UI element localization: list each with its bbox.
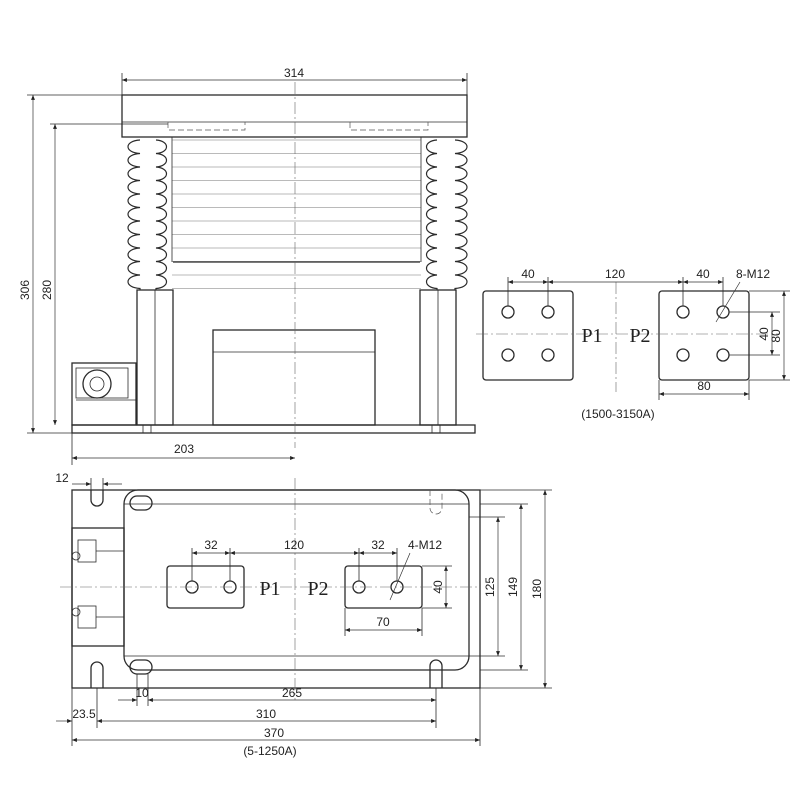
plan-dim-23-5: 23.5 bbox=[72, 707, 96, 721]
plan-dim-hole-vertical: 40 bbox=[431, 580, 445, 594]
body-outline bbox=[123, 489, 470, 671]
dim-overall-height: 306 bbox=[18, 280, 32, 300]
dim-plate-height: 80 bbox=[769, 329, 783, 343]
base-bolt-right bbox=[431, 424, 441, 434]
right-shed-profile bbox=[454, 139, 468, 290]
hidden-terminal-outline bbox=[167, 122, 429, 131]
dim-center-gap: 120 bbox=[605, 267, 625, 281]
plan-dim-10: 10 bbox=[135, 686, 149, 700]
dim-left-spacing: 40 bbox=[521, 267, 535, 281]
plan-bolt-note: 4-M12 bbox=[408, 538, 442, 552]
dim-hole-vertical: 40 bbox=[757, 327, 771, 341]
plan-dim-180: 180 bbox=[530, 579, 544, 599]
plan-dim-left-spacing: 32 bbox=[204, 538, 218, 552]
plan-dim-149: 149 bbox=[506, 577, 520, 597]
secondary-terminal-box bbox=[212, 329, 376, 426]
shed-ribs bbox=[171, 137, 422, 289]
label-p1: P1 bbox=[581, 325, 602, 347]
rating-large: (1500-3150A) bbox=[581, 407, 654, 421]
earth-terminal-block bbox=[71, 362, 137, 426]
bolt-holes-p2 bbox=[676, 305, 730, 362]
bolt-note: 8-M12 bbox=[736, 267, 770, 281]
bolt-note-leader bbox=[715, 281, 741, 323]
front-elevation-view: 314 306 280 203 bbox=[18, 66, 476, 465]
plan-dim-right-spacing: 32 bbox=[371, 538, 385, 552]
dim-plate-width: 80 bbox=[697, 379, 711, 393]
base-plate bbox=[71, 424, 476, 434]
mounting-slots bbox=[90, 490, 443, 688]
primary-terminal-detail-large: P1 P2 40 120 40 8-M12 40 80 80 (1500-315… bbox=[476, 267, 790, 421]
plan-dim-265: 265 bbox=[282, 686, 302, 700]
plan-dim-370: 370 bbox=[264, 726, 284, 740]
plan-dim-center-gap: 120 bbox=[284, 538, 304, 552]
base-bolt-left bbox=[142, 424, 152, 434]
plan-label-p2: P2 bbox=[307, 578, 328, 600]
plan-dim-310: 310 bbox=[256, 707, 276, 721]
right-inner-shed-profile bbox=[425, 139, 438, 290]
top-cap bbox=[121, 94, 468, 138]
left-inner-shed-profile bbox=[155, 139, 168, 290]
rating-small: (5-1250A) bbox=[243, 744, 296, 758]
left-shed-profile bbox=[127, 139, 141, 290]
terminal-plate-p2 bbox=[658, 290, 750, 381]
terminal-plate-p1 bbox=[482, 290, 574, 381]
plan-label-p1: P1 bbox=[259, 578, 280, 600]
bolt-holes-p1 bbox=[501, 305, 555, 362]
plan-view: P1 P2 12 32 120 32 4-M12 40 70 bbox=[55, 471, 552, 758]
label-p2: P2 bbox=[629, 325, 650, 347]
plan-dim-125: 125 bbox=[483, 577, 497, 597]
plan-bolt-leader bbox=[389, 552, 411, 601]
dim-slot-width: 12 bbox=[55, 471, 69, 485]
dim-base-offset: 203 bbox=[174, 442, 194, 456]
dim-top-width: 314 bbox=[284, 66, 304, 80]
dim-inner-height: 280 bbox=[40, 280, 54, 300]
dim-right-spacing: 40 bbox=[696, 267, 710, 281]
plan-dim-hole-span: 70 bbox=[376, 615, 390, 629]
